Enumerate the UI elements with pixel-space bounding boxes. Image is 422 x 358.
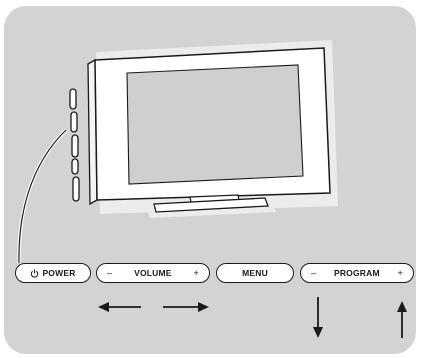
power-icon (31, 269, 39, 278)
power-button[interactable]: POWER (15, 263, 91, 283)
volume-button-label: VOLUME (134, 268, 172, 278)
arrow-down-icon (313, 297, 323, 338)
power-button-label: POWER (42, 268, 76, 278)
volume-button[interactable]: – VOLUME + (96, 263, 210, 283)
menu-button-label: MENU (242, 268, 268, 278)
volume-minus[interactable]: – (107, 268, 113, 278)
arrow-left-icon (98, 302, 141, 312)
tv-stand-base (153, 197, 269, 213)
power-pointer-line (17, 128, 68, 264)
tv-screen (126, 64, 304, 185)
arrow-up-icon (397, 301, 407, 338)
volume-plus[interactable]: + (193, 268, 199, 278)
program-minus[interactable]: – (311, 268, 317, 278)
arrow-right-icon (163, 302, 209, 312)
program-button-label: PROGRAM (333, 268, 380, 278)
program-plus[interactable]: + (397, 268, 403, 278)
menu-button[interactable]: MENU (216, 263, 294, 283)
tv-side-buttons (69, 88, 80, 202)
program-button[interactable]: – PROGRAM + (300, 263, 414, 283)
